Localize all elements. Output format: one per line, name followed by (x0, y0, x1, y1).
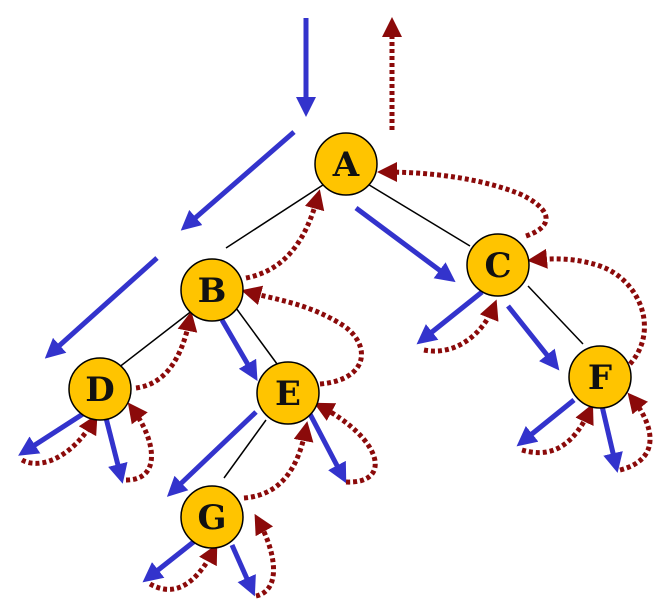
node-b-label: B (198, 271, 227, 311)
node-c: C (466, 233, 530, 297)
edge-b-d (117, 309, 194, 369)
node-g-circle (180, 485, 244, 549)
node-c-circle (466, 233, 530, 297)
descend-arrow-to-b (180, 130, 296, 231)
edge-c-f (527, 285, 584, 345)
node-f: F (568, 345, 632, 409)
descend-arrow-to-f (506, 304, 560, 371)
node-f-circle (568, 345, 632, 409)
return-arrows (20, 16, 653, 599)
return-arrow-f-right (619, 392, 653, 473)
return-arrow-f-left (521, 403, 594, 456)
node-a: A (314, 132, 378, 196)
return-arrow-c-to-a (376, 162, 549, 239)
node-d-label: D (85, 370, 114, 410)
return-arrow-d-right (125, 402, 154, 483)
return-arrow-b-to-a (245, 189, 325, 281)
descend-arrow-g-right-null (229, 543, 256, 597)
edge-a-c (365, 182, 471, 247)
node-d-circle (68, 357, 132, 421)
node-g: G (180, 485, 244, 549)
return-arrow-c-left (423, 299, 499, 354)
node-e-circle (256, 361, 320, 425)
edge-e-g (223, 419, 267, 479)
descend-arrow-to-c (354, 205, 456, 283)
return-arrow-g-right (254, 513, 276, 599)
node-g-label: G (197, 498, 226, 538)
descend-arrow-to-e (219, 318, 258, 382)
node-f-label: F (588, 358, 612, 398)
return-arrow-e-right (313, 402, 378, 485)
node-e: E (256, 361, 320, 425)
descend-arrow-d-left-null (18, 409, 88, 456)
return-arrow-f-to-c (527, 248, 647, 366)
descend-arrow-f-right-null (599, 405, 623, 473)
node-d: D (68, 357, 132, 421)
descend-arrow-c-left-null (416, 290, 484, 345)
descend-arrows (18, 18, 623, 597)
return-arrow-d-left (20, 413, 98, 466)
edge-a-b (225, 182, 327, 249)
node-c-label: C (484, 246, 511, 286)
return-arrow-g-left (148, 543, 218, 592)
descend-arrow-g-left-null (142, 538, 198, 583)
descend-arrow-e-right-null (307, 412, 347, 484)
node-e-label: E (275, 374, 301, 414)
descend-arrow-to-d (44, 256, 159, 359)
return-arrow-g-to-e (243, 421, 314, 501)
edge-b-e (235, 307, 281, 369)
descend-arrow-f-left-null (516, 398, 576, 447)
node-a-circle (314, 132, 378, 196)
node-b-circle (180, 258, 244, 322)
node-a-label: A (332, 145, 360, 185)
return-arrow-e-to-b (241, 285, 364, 387)
descend-arrow-d-right-null (103, 417, 128, 484)
node-b: B (180, 258, 244, 322)
descend-arrow-to-g (166, 410, 258, 497)
return-arrow-d-to-b (135, 311, 198, 391)
